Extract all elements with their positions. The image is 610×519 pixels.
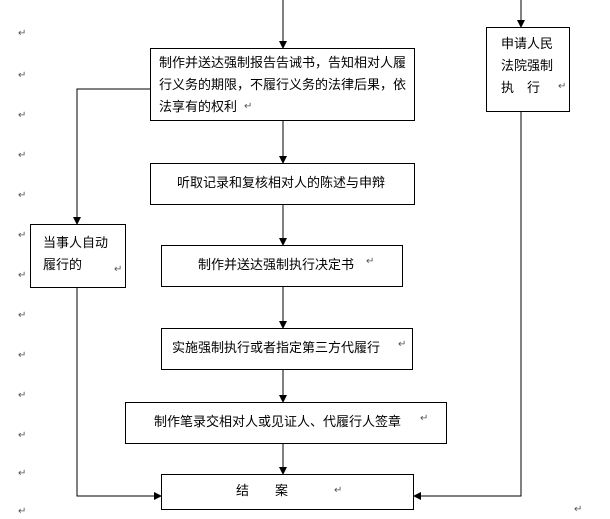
node-implement-label: 实施强制执行或者指定第三方代履行	[172, 341, 381, 356]
paragraph-mark: ↵	[334, 485, 343, 496]
node-hearing-label: 听取记录和复核相对人的陈述与申辩	[177, 176, 386, 191]
paragraph-mark: ↵	[18, 150, 27, 161]
paragraph-mark: ↵	[366, 256, 375, 267]
paragraph-mark: ↵	[420, 413, 429, 424]
arrow-voluntary-to-close	[76, 288, 162, 500]
node-decision-label: 制作并送达强制执行决定书	[198, 258, 355, 273]
node-notice-label: 制作并送达强制报告告诫书，告知相对人履行义务的期限，不履行义务的法律后果，依法享…	[159, 56, 407, 115]
arrow-notice-to-voluntary	[73, 88, 150, 225]
paragraph-mark: ↵	[18, 190, 27, 201]
node-notice: 制作并送达强制报告告诫书，告知相对人履行义务的期限，不履行义务的法律后果，依法享…	[150, 48, 415, 121]
paragraph-mark: ↵	[244, 101, 253, 112]
node-record-label: 制作笔录交相对人或见证人、代履行人签章	[154, 415, 402, 430]
paragraph-mark: ↵	[18, 468, 27, 479]
node-voluntary: 当事人自动履行的	[30, 224, 126, 288]
arrow-court-to-close	[413, 112, 522, 500]
paragraph-mark: ↵	[18, 390, 27, 401]
paragraph-mark: ↵	[18, 350, 27, 361]
paragraph-mark: ↵	[18, 70, 27, 81]
paragraph-mark: ↵	[18, 28, 27, 39]
paragraph-mark: ↵	[18, 270, 27, 281]
node-implement: 实施强制执行或者指定第三方代履行	[161, 328, 413, 370]
paragraph-mark: ↵	[18, 110, 27, 121]
paragraph-mark: ↵	[18, 230, 27, 241]
node-apply-court-label: 申请人民法院强制执 行	[501, 37, 554, 96]
node-record: 制作笔录交相对人或见证人、代履行人签章	[125, 402, 447, 444]
node-hearing: 听取记录和复核相对人的陈述与申辩	[150, 163, 415, 205]
node-decision: 制作并送达强制执行决定书	[161, 245, 403, 287]
paragraph-mark: ↵	[375, 174, 384, 185]
paragraph-mark: ↵	[558, 81, 567, 92]
node-close: 结 案	[161, 474, 414, 510]
paragraph-mark: ↵	[398, 339, 407, 350]
node-close-label: 结 案	[236, 484, 289, 499]
node-voluntary-label: 当事人自动履行的	[43, 236, 109, 273]
paragraph-mark: ↵	[574, 504, 583, 515]
paragraph-mark: ↵	[18, 506, 27, 517]
paragraph-mark: ↵	[18, 310, 27, 321]
paragraph-mark: ↵	[18, 430, 27, 441]
node-apply-court: 申请人民法院强制执 行	[486, 27, 570, 112]
paragraph-mark: ↵	[114, 264, 123, 275]
